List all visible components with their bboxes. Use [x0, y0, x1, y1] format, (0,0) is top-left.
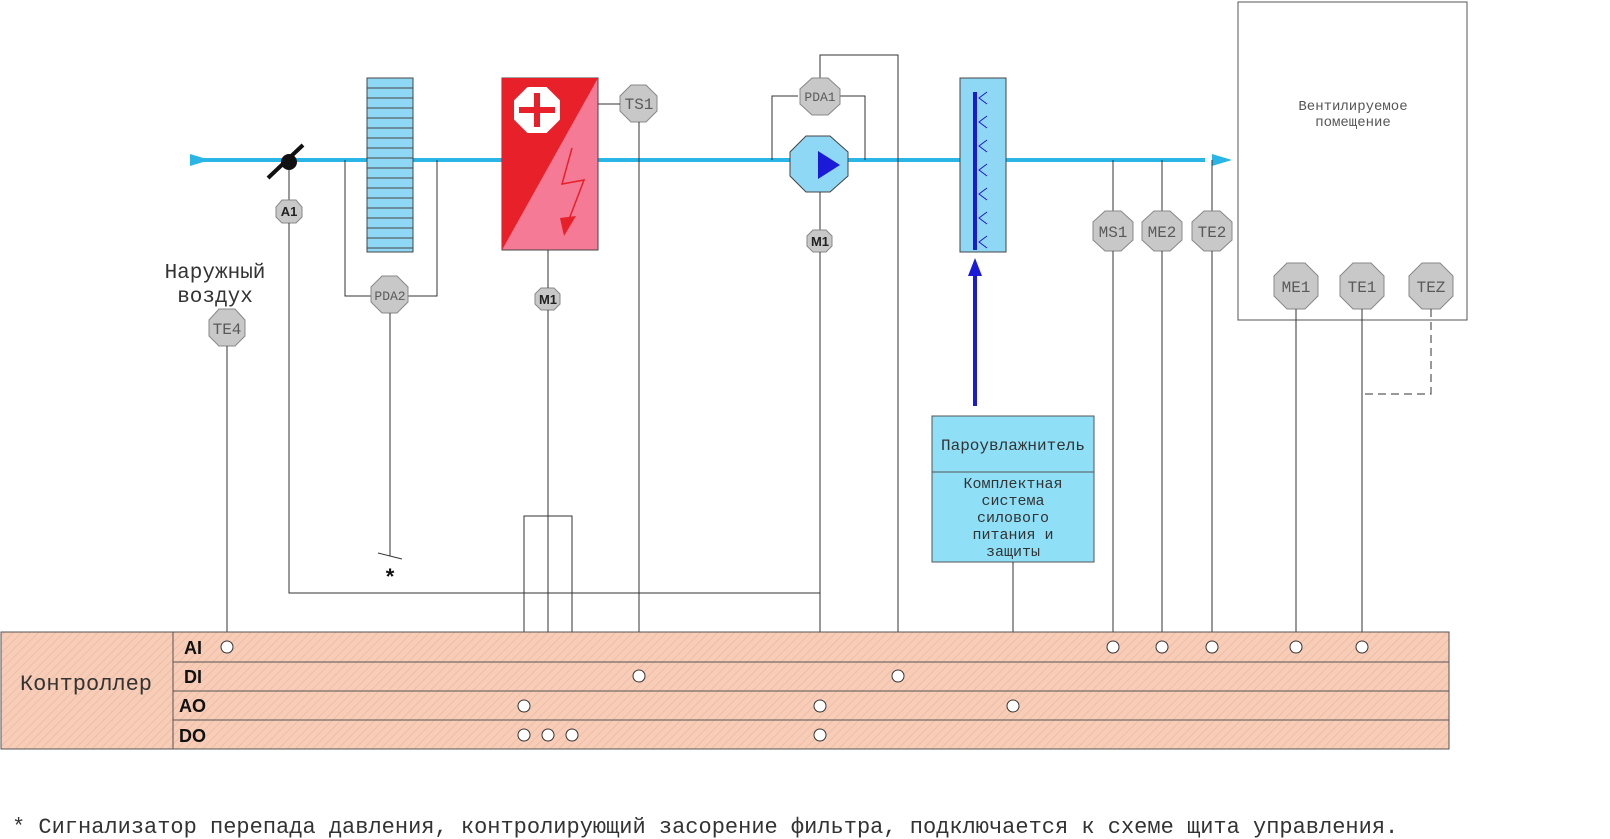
electric-heater	[501, 77, 599, 251]
steam-arrow-icon	[968, 258, 982, 276]
lightning-icon	[560, 147, 586, 223]
air-flow-line	[190, 154, 1232, 166]
svg-text:TEZ: TEZ	[1417, 279, 1446, 297]
controller-terminals	[220, 640, 1369, 742]
bus-ao: AO	[179, 696, 206, 716]
svg-text:силового: силового	[977, 510, 1049, 527]
sensor-te4: TE4	[208, 308, 246, 347]
svg-text:A1: A1	[281, 204, 298, 219]
bus-ai: AI	[184, 638, 202, 658]
svg-text:MS1: MS1	[1099, 224, 1128, 242]
sensor-te1: TE1	[1339, 262, 1385, 310]
steam-humidifier-unit: Пароувлажнитель Комплектная система сило…	[931, 415, 1095, 563]
svg-text:TE2: TE2	[1198, 224, 1227, 242]
bus-do: DO	[179, 726, 206, 746]
sensor-tez: TEZ	[1408, 262, 1454, 310]
svg-text:PDA2: PDA2	[374, 289, 405, 304]
motor-m1-heater: M1	[534, 287, 561, 311]
footnote: * Сигнализатор перепада давления, контро…	[12, 815, 1398, 839]
supply-fan	[789, 135, 849, 193]
tez-dashed-link	[1362, 309, 1432, 395]
svg-text:TS1: TS1	[625, 96, 654, 114]
svg-text:ME2: ME2	[1148, 224, 1177, 242]
bus-di: DI	[184, 667, 202, 687]
svg-text:ME1: ME1	[1282, 279, 1311, 297]
svg-text:система: система	[981, 493, 1044, 510]
inlet-arrow-icon	[190, 154, 210, 166]
motor-m1-fan: M1	[806, 229, 833, 253]
air-filter	[366, 77, 414, 253]
svg-text:TE1: TE1	[1348, 279, 1377, 297]
sensor-ms1: MS1	[1092, 210, 1134, 252]
sensor-me1: ME1	[1273, 262, 1319, 310]
actuator-a1: A1	[275, 199, 303, 224]
air-damper	[266, 143, 305, 200]
asterisk-note-mark: *	[386, 564, 395, 589]
controller-label: Контроллер	[20, 672, 152, 697]
controller: Контроллер AI DI AO DO	[0, 631, 1450, 750]
sensor-pda2: PDA2	[370, 275, 409, 314]
sensor-pda1: PDA1	[799, 77, 841, 116]
sensor-ts1: TS1	[619, 84, 658, 123]
svg-text:защиты: защиты	[986, 544, 1040, 561]
svg-text:питания и: питания и	[972, 527, 1053, 544]
outside-air-label-1: Наружный	[165, 262, 266, 285]
svg-text:PDA1: PDA1	[804, 90, 835, 105]
humidifier-title: Пароувлажнитель	[941, 437, 1085, 455]
outside-air-label-2: воздух	[177, 286, 253, 309]
steam-distributor	[959, 77, 1007, 253]
fan-play-icon	[818, 151, 840, 179]
room-label-2: помещение	[1315, 115, 1391, 131]
svg-text:M1: M1	[811, 234, 829, 249]
svg-text:TE4: TE4	[213, 321, 242, 339]
room-label-1: Вентилируемое	[1298, 99, 1407, 115]
outlet-arrow-icon	[1212, 154, 1232, 166]
svg-text:M1: M1	[539, 292, 557, 307]
svg-text:Комплектная: Комплектная	[963, 476, 1062, 493]
sensor-me2: ME2	[1141, 210, 1183, 252]
sensor-te2: TE2	[1191, 210, 1233, 252]
